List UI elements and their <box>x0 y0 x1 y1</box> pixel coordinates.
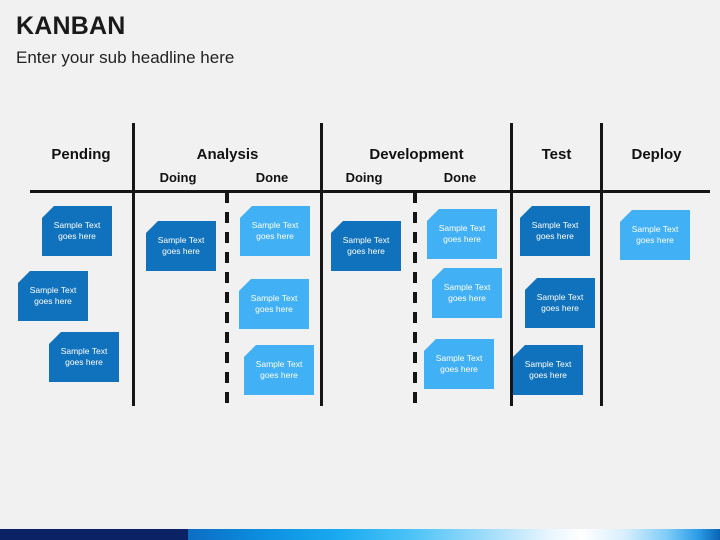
card-development-done-1[interactable]: Sample Text goes here <box>427 209 497 259</box>
card-development-done-2[interactable]: Sample Text goes here <box>432 268 502 318</box>
column-title-deploy: Deploy <box>631 146 682 163</box>
card-fold-icon <box>42 206 54 218</box>
card-pending-3[interactable]: Sample Text goes here <box>49 332 119 382</box>
column-divider-3 <box>510 123 513 406</box>
card-fold-icon <box>244 345 256 357</box>
card-label: Sample Text goes here <box>435 352 483 375</box>
subcolumn-title-analysis-done: Done <box>255 170 289 185</box>
card-test-1[interactable]: Sample Text goes here <box>520 206 590 256</box>
card-fold-icon <box>620 210 632 222</box>
card-test-3[interactable]: Sample Text goes here <box>513 345 583 395</box>
footer-gradient-segment <box>188 529 720 540</box>
header-divider-horizontal <box>30 190 710 193</box>
card-label: Sample Text goes here <box>255 358 303 381</box>
card-label: Sample Text goes here <box>524 358 572 381</box>
column-title-development: Development <box>369 146 464 163</box>
column-title-pending: Pending <box>51 146 111 163</box>
footer-navy-segment <box>0 529 188 540</box>
card-development-doing-1[interactable]: Sample Text goes here <box>331 221 401 271</box>
column-divider-1 <box>132 123 135 406</box>
card-fold-icon <box>513 345 525 357</box>
card-fold-icon <box>239 279 251 291</box>
card-analysis-done-2[interactable]: Sample Text goes here <box>239 279 309 329</box>
card-fold-icon <box>18 271 30 283</box>
card-fold-icon <box>424 339 436 351</box>
card-label: Sample Text goes here <box>342 234 390 257</box>
subcolumn-divider-analysis <box>225 192 229 406</box>
column-title-analysis: Analysis <box>196 146 259 163</box>
card-fold-icon <box>240 206 252 218</box>
column-divider-2 <box>320 123 323 406</box>
page-title: KANBAN <box>16 12 126 40</box>
subcolumn-title-development-done: Done <box>443 170 477 185</box>
card-label: Sample Text goes here <box>60 345 108 368</box>
page-subtitle: Enter your sub headline here <box>16 48 235 67</box>
card-fold-icon <box>432 268 444 280</box>
card-label: Sample Text goes here <box>250 292 298 315</box>
card-pending-1[interactable]: Sample Text goes here <box>42 206 112 256</box>
card-label: Sample Text goes here <box>438 222 486 245</box>
card-analysis-doing-1[interactable]: Sample Text goes here <box>146 221 216 271</box>
card-fold-icon <box>520 206 532 218</box>
card-label: Sample Text goes here <box>443 281 491 304</box>
card-analysis-done-3[interactable]: Sample Text goes here <box>244 345 314 395</box>
card-label: Sample Text goes here <box>29 284 77 307</box>
subcolumn-title-analysis-doing: Doing <box>159 170 197 185</box>
card-label: Sample Text goes here <box>531 219 579 242</box>
subcolumn-divider-development <box>413 192 417 406</box>
subcolumn-title-development-doing: Doing <box>345 170 383 185</box>
card-fold-icon <box>525 278 537 290</box>
card-label: Sample Text goes here <box>536 291 584 314</box>
card-pending-2[interactable]: Sample Text goes here <box>18 271 88 321</box>
card-fold-icon <box>427 209 439 221</box>
card-label: Sample Text goes here <box>631 223 679 246</box>
column-divider-4 <box>600 123 603 406</box>
card-deploy-1[interactable]: Sample Text goes here <box>620 210 690 260</box>
card-label: Sample Text goes here <box>251 219 299 242</box>
card-fold-icon <box>49 332 61 344</box>
footer-accent-bar <box>0 529 720 540</box>
column-title-test: Test <box>541 146 572 163</box>
card-fold-icon <box>146 221 158 233</box>
card-analysis-done-1[interactable]: Sample Text goes here <box>240 206 310 256</box>
card-development-done-3[interactable]: Sample Text goes here <box>424 339 494 389</box>
card-fold-icon <box>331 221 343 233</box>
card-test-2[interactable]: Sample Text goes here <box>525 278 595 328</box>
card-label: Sample Text goes here <box>53 219 101 242</box>
card-label: Sample Text goes here <box>157 234 205 257</box>
